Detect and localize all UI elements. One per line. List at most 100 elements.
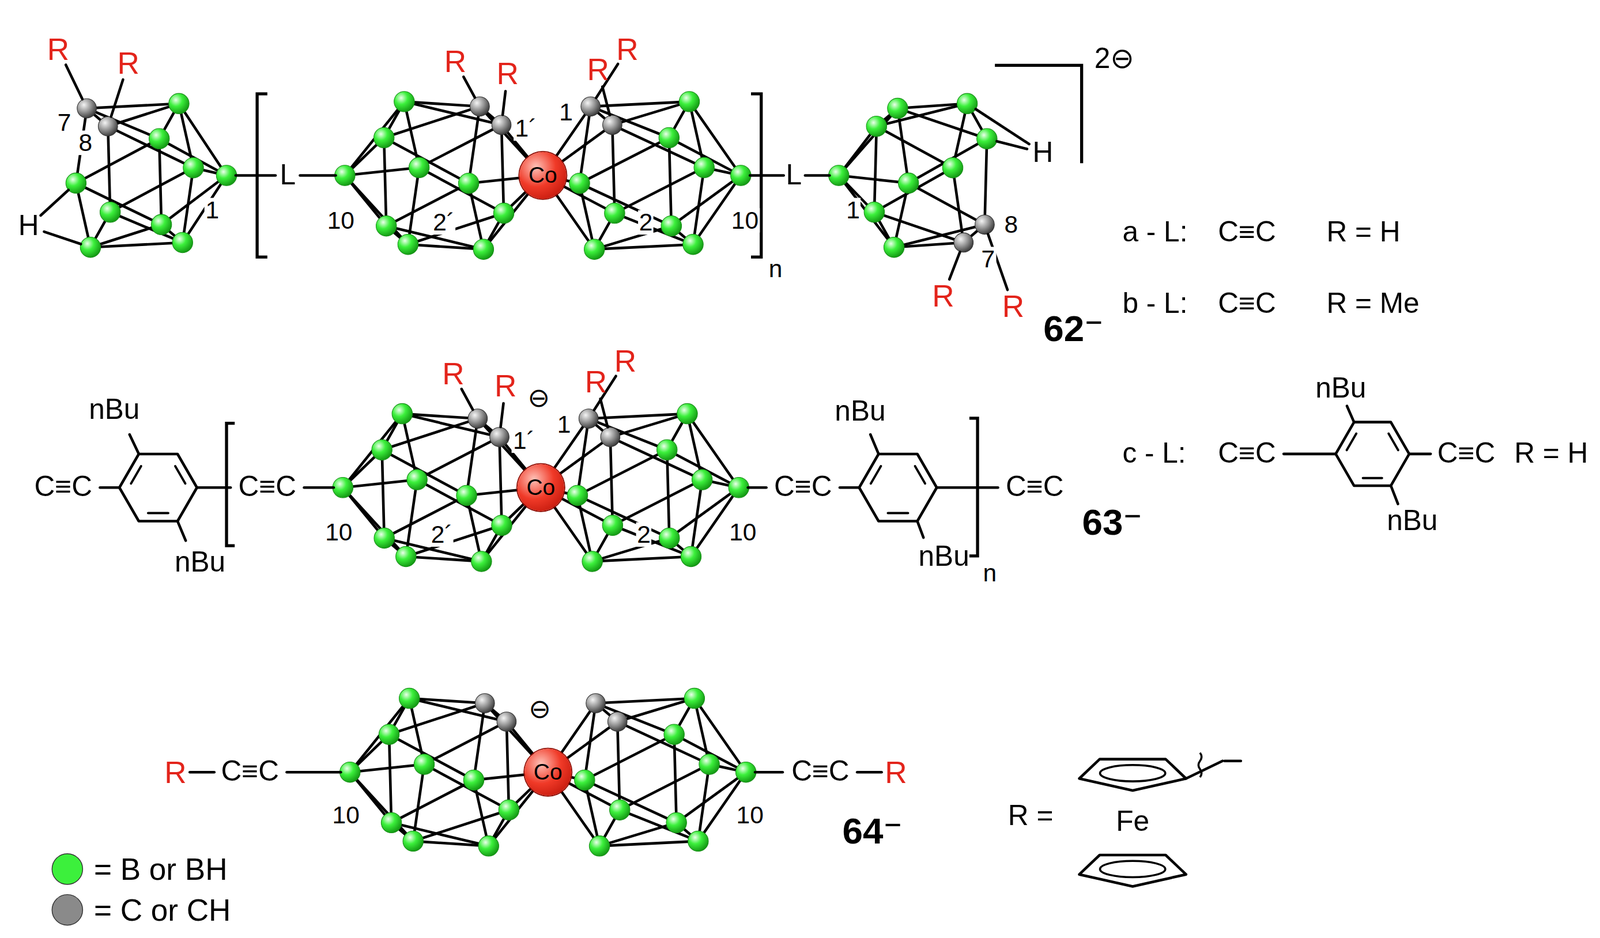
aromatic-circle	[1099, 861, 1165, 878]
double-bond	[870, 466, 881, 484]
atom-number: 10	[735, 802, 765, 828]
bond-line	[1186, 761, 1223, 780]
structure-label: a - L:	[1122, 216, 1188, 249]
structure-label: 2⊖	[1094, 43, 1135, 75]
cage-edge	[674, 734, 677, 824]
cage-edge	[182, 175, 227, 243]
substituent-label: R	[442, 356, 464, 391]
legend-swatches	[51, 854, 83, 926]
carbon-atom	[491, 115, 512, 135]
cage-edge	[87, 108, 160, 139]
substituent-label: R	[496, 57, 519, 91]
substituent-bond	[111, 79, 124, 117]
cage-edge	[90, 224, 162, 248]
atom-number: 8	[1003, 212, 1020, 237]
cage-edge	[984, 138, 987, 225]
boron-atom	[688, 831, 709, 852]
repeat-subscript: n	[982, 560, 997, 588]
cage-edge	[669, 137, 672, 226]
boron-atom	[691, 469, 712, 490]
boron-atom	[498, 800, 519, 821]
boron-atom	[602, 515, 623, 536]
legend-swatch	[51, 895, 83, 926]
cage-edge	[389, 703, 485, 735]
boron-atom	[863, 202, 885, 223]
structure-label: nBu	[88, 394, 140, 426]
cage-edge	[908, 138, 987, 184]
boron-atom	[582, 551, 603, 572]
structure-label: C≡C	[238, 472, 297, 504]
boron-atom	[374, 527, 395, 549]
cage-edge	[409, 698, 485, 704]
boron-atom	[609, 800, 630, 821]
legend-text: = C or CH	[93, 893, 232, 927]
boron-atom	[569, 173, 590, 194]
bond-line	[1409, 453, 1431, 456]
substituent-label: R	[931, 278, 954, 313]
bond-line	[99, 486, 120, 490]
cage-edge	[413, 810, 509, 842]
substituent-bond	[500, 403, 504, 428]
atom-number: 1´	[511, 428, 536, 454]
boron-atom	[728, 477, 749, 498]
cage-edge	[344, 167, 420, 176]
cobalt-atom: Co	[524, 748, 572, 796]
boron-atom	[473, 239, 494, 260]
carbon-atom	[489, 427, 510, 448]
carborane-cage	[828, 93, 998, 258]
cage-edge	[383, 137, 469, 184]
substituent-bond	[502, 91, 506, 115]
bond-line	[1224, 759, 1241, 763]
cage-edge	[595, 698, 695, 704]
bond-line	[129, 434, 139, 455]
boron-atom	[730, 165, 752, 186]
boron-atom	[682, 234, 704, 255]
substituent-label: R	[614, 344, 637, 379]
bond-line	[857, 771, 882, 775]
substituent-label: R	[1002, 289, 1025, 323]
repeat-subscript: n	[768, 255, 783, 283]
substituent-label: R	[164, 755, 187, 790]
atom-symbol: Co	[528, 164, 558, 187]
cage-edge	[595, 703, 675, 735]
substituent-bond	[43, 231, 81, 244]
boron-atom	[491, 515, 512, 536]
carbon-atom	[602, 115, 623, 135]
carbon-atom	[578, 409, 599, 429]
cage-edge	[384, 495, 467, 539]
carborane-cage	[340, 688, 549, 857]
cage-edge	[383, 137, 387, 226]
bond-line	[1283, 453, 1336, 456]
boron-atom	[735, 761, 756, 783]
bond-line	[749, 174, 784, 177]
carbon-atom	[470, 96, 490, 117]
cage-edge	[342, 413, 403, 488]
structure-label: C≡C	[1437, 438, 1496, 471]
structure-label: nBu	[834, 396, 886, 429]
substituent-label: R	[884, 755, 907, 790]
double-bond	[175, 466, 186, 484]
cage-edge	[466, 419, 478, 496]
bond-line	[197, 486, 231, 490]
compound-number: 64⁻	[842, 811, 903, 852]
boron-atom	[216, 165, 237, 186]
bond-line	[286, 771, 341, 775]
substituent-bond	[65, 64, 83, 100]
boron-atom	[693, 157, 715, 178]
bond-line	[1390, 485, 1398, 505]
carbon-atom	[468, 409, 488, 429]
boron-atom	[680, 546, 701, 567]
boron-atom	[80, 236, 101, 258]
carborane-cage	[332, 403, 541, 572]
carbon-atom	[586, 693, 606, 714]
structure-label: H	[18, 210, 40, 243]
carbon-atom	[77, 98, 97, 119]
cage-edge	[344, 101, 405, 176]
double-bond	[148, 512, 169, 515]
substituent-label: R	[444, 44, 467, 79]
carbon-atom	[975, 214, 995, 235]
cage-edge	[599, 823, 677, 847]
cage-edge	[382, 419, 478, 451]
cage-edge	[391, 780, 474, 824]
boron-atom	[149, 128, 170, 149]
